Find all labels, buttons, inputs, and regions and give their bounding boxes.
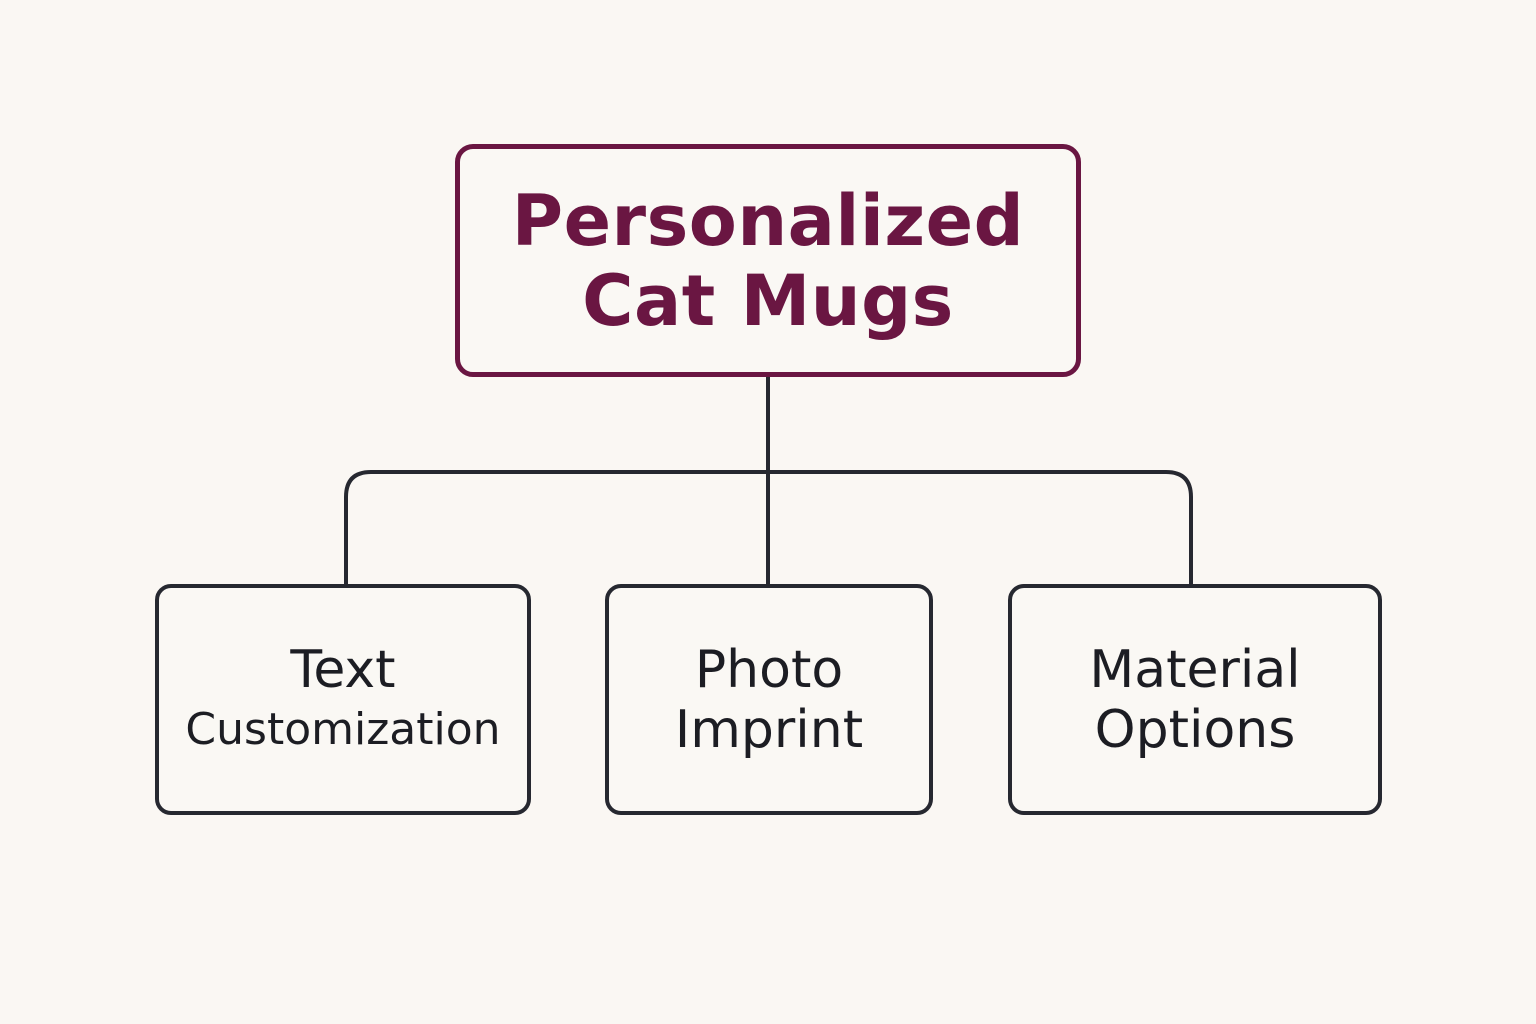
root-node: Personalized Cat Mugs bbox=[455, 144, 1081, 377]
child-node-text-customization: Text Customization bbox=[155, 584, 531, 815]
child-node-1-line-2: Customization bbox=[185, 703, 501, 755]
root-node-line-1: Personalized bbox=[511, 179, 1025, 262]
child-node-3-line-2: Options bbox=[1094, 699, 1296, 760]
child-node-2-line-2: Imprint bbox=[674, 699, 864, 760]
child-node-3-line-1: Material bbox=[1089, 639, 1301, 700]
child-node-photo-imprint: Photo Imprint bbox=[605, 584, 933, 815]
child-node-1-line-1: Text bbox=[290, 639, 396, 700]
connector-branch-bar bbox=[344, 470, 1193, 584]
child-node-material-options: Material Options bbox=[1008, 584, 1382, 815]
root-node-line-2: Cat Mugs bbox=[582, 259, 954, 342]
child-node-2-line-1: Photo bbox=[694, 639, 844, 700]
